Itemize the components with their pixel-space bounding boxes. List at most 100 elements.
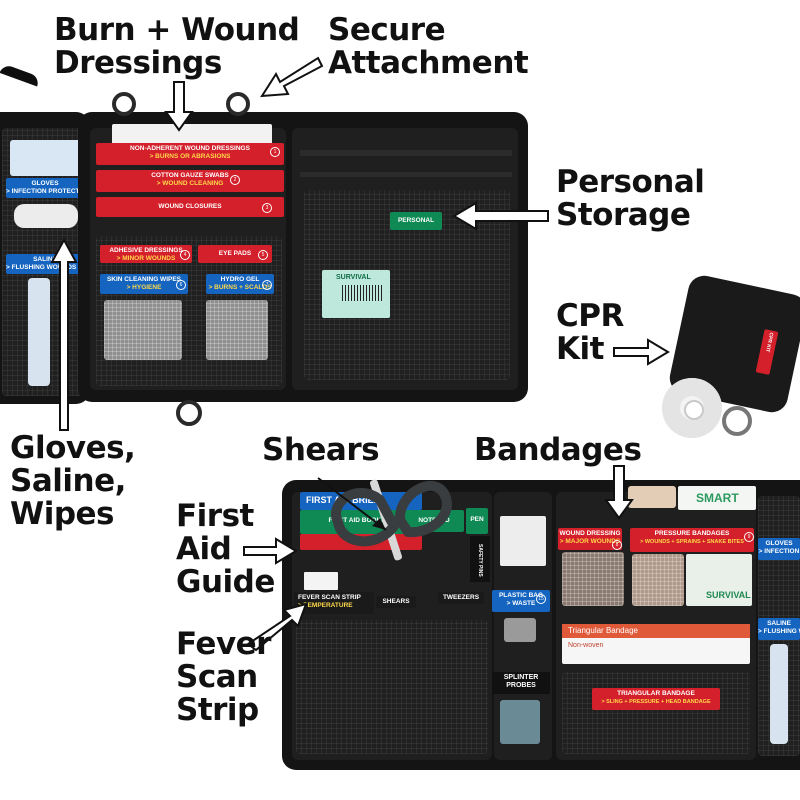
survival-sticker-brand: SURVIVAL [336, 274, 371, 281]
bottom-gloves-tag: GLOVES > INFECTION [758, 538, 800, 560]
survival-sticker: SURVIVAL [322, 270, 390, 318]
badge-8: 8 [612, 540, 622, 550]
callout-fever-scan-strip-line: Strip [176, 692, 259, 728]
safety-pins-label: SAFETY PINS [477, 544, 483, 577]
gloves-packet [10, 140, 82, 176]
adhesive-tag: ADHESIVE DRESSINGS > MINOR WOUNDS [100, 245, 192, 263]
eye-pads-tag: EYE PADS [198, 245, 272, 263]
bottom-d-ring [176, 400, 202, 426]
tweezers-tool [504, 618, 536, 642]
wipes-sub: > HYGIENE [126, 284, 162, 291]
saline-tag-title: SALINE [33, 256, 57, 263]
safety-pins-tag: SAFETY PINS [470, 536, 490, 582]
badge-1: 1 [270, 147, 280, 157]
callout-secure-attachment-line: Secure [328, 12, 446, 48]
elastic-band-2 [300, 172, 512, 177]
pen-tag: PEN [466, 508, 488, 534]
wound-dressing-tag: WOUND DRESSING > MAJOR WOUNDS [558, 528, 622, 550]
non-adherent-sub: > BURNS OR ABRASIONS [149, 153, 231, 160]
pressure-bandages-title: PRESSURE BANDAGES [654, 530, 730, 537]
callout-shears-line: Shears [262, 432, 380, 468]
callout-bandages: Bandages [474, 434, 642, 467]
fever-strip-title: FEVER SCAN STRIP [298, 594, 361, 601]
closures-tag: WOUND CLOSURES [96, 197, 284, 217]
callout-first-aid-guide-line: Aid [176, 531, 232, 567]
fever-strip-card [304, 572, 338, 590]
triangular-bandage-mesh [562, 672, 750, 754]
callout-first-aid-guide-line: First [176, 498, 254, 534]
top-d-ring-left [112, 92, 136, 116]
wound-dressing-pack [562, 552, 624, 606]
white-square-pack [500, 516, 546, 566]
callout-secure-attachment-line: Attachment [328, 45, 529, 81]
badge-3: 3 [262, 203, 272, 213]
plastic-bag-tag: PLASTIC BAG > WASTE [492, 590, 550, 612]
wound-dressing-title: WOUND DRESSING [559, 530, 621, 537]
bottom-saline-sub: > FLUSHING WOUNDS [758, 628, 800, 635]
badge-4: 4 [180, 250, 190, 260]
fever-strip-sub: > TEMPERATURE [298, 602, 353, 609]
triangular-box-label: Triangular Bandage [568, 626, 638, 635]
adhesive-sub: > MINOR WOUNDS [116, 255, 176, 262]
pen-label: PEN [470, 516, 484, 523]
bottom-saline-title: SALINE [767, 620, 791, 627]
callout-first-aid-guide-line: Guide [176, 564, 275, 600]
hydro-gel-tag: HYDRO GEL > BURNS + SCALDS [206, 274, 274, 294]
hydro-gel-title: HYDRO GEL [220, 276, 260, 283]
callout-fever-scan-strip-line: Fever [176, 626, 271, 662]
badge-6: 6 [176, 280, 186, 290]
guide-lower-mesh [296, 620, 488, 754]
wound-dressing-sub: > MAJOR WOUNDS [559, 538, 621, 545]
adhesive-title: ADHESIVE DRESSINGS [109, 247, 183, 254]
shears-handle [331, 481, 452, 547]
bottom-saline-tag: SALINE > FLUSHING WOUNDS [758, 618, 800, 640]
saline-vial [28, 278, 50, 386]
saline-tag-sub: > FLUSHING WOUNDS + EYES [6, 264, 84, 271]
gloves-tag: GLOVES > INFECTION PROTECTION [6, 178, 84, 198]
tweezers-slot-tag: TWEEZERS [438, 592, 484, 604]
tape-roll-core [684, 400, 704, 420]
closures-title: WOUND CLOSURES [158, 203, 222, 210]
callout-gloves-saline-wipes-line: Gloves, [10, 430, 136, 466]
gauze-sub: > WOUND CLEANING [156, 180, 224, 187]
callout-fever-scan-strip-line: Scan [176, 659, 258, 695]
bottom-saline-vial [770, 644, 788, 744]
callout-gloves-saline-wipes: Gloves,Saline,Wipes [10, 430, 136, 532]
pressure-bandages-tag: PRESSURE BANDAGES > WOUNDS + SPRAINS + S… [630, 528, 754, 552]
non-adherent-title: NON-ADHERENT WOUND DRESSINGS [130, 145, 250, 152]
plastic-bag-sub: > WASTE [506, 600, 536, 607]
shears-handle-left [331, 488, 399, 547]
gloves-bundle [14, 204, 78, 228]
fever-strip-tag: FEVER SCAN STRIP > TEMPERATURE [294, 592, 374, 614]
gloves-tag-title: GLOVES [31, 180, 59, 187]
badge-2: 2 [230, 175, 240, 185]
callout-personal-storage-line: Personal [556, 164, 705, 200]
callout-burn-wound-line: Burn + Wound [54, 12, 300, 48]
badge-15: 15 [536, 594, 546, 604]
eye-pads-title: EYE PADS [218, 250, 252, 257]
cpr-pouch-label: CPR KIT [764, 331, 775, 353]
callout-gloves-saline-wipes-line: Wipes [10, 496, 115, 532]
callout-shears: Shears [262, 432, 380, 468]
top-kit-strap [0, 63, 41, 87]
wipes-packet [104, 300, 182, 360]
hydro-gel-packet [206, 300, 268, 360]
gauze-title: COTTON GAUZE SWABS [151, 172, 229, 179]
plastic-bag-title: PLASTIC BAG [498, 592, 544, 599]
shears-slot-label: SHEARS [382, 598, 410, 605]
wipes-tag: SKIN CLEANING WIPES > HYGIENE [100, 274, 188, 294]
hydro-gel-sub: > BURNS + SCALDS [208, 284, 272, 291]
badge-7: 7 [262, 280, 272, 290]
callout-cpr-kit-line: Kit [556, 331, 604, 367]
non-adherent-tag: NON-ADHERENT WOUND DRESSINGS > BURNS OR … [96, 143, 284, 165]
personal-title: PERSONAL [397, 217, 435, 224]
bottom-gloves-title: GLOVES [765, 540, 793, 547]
splinter-tag: SPLINTER PROBES [492, 672, 550, 694]
pressure-bandages-sub: > WOUNDS + SPRAINS + SNAKE BITES [640, 539, 744, 545]
